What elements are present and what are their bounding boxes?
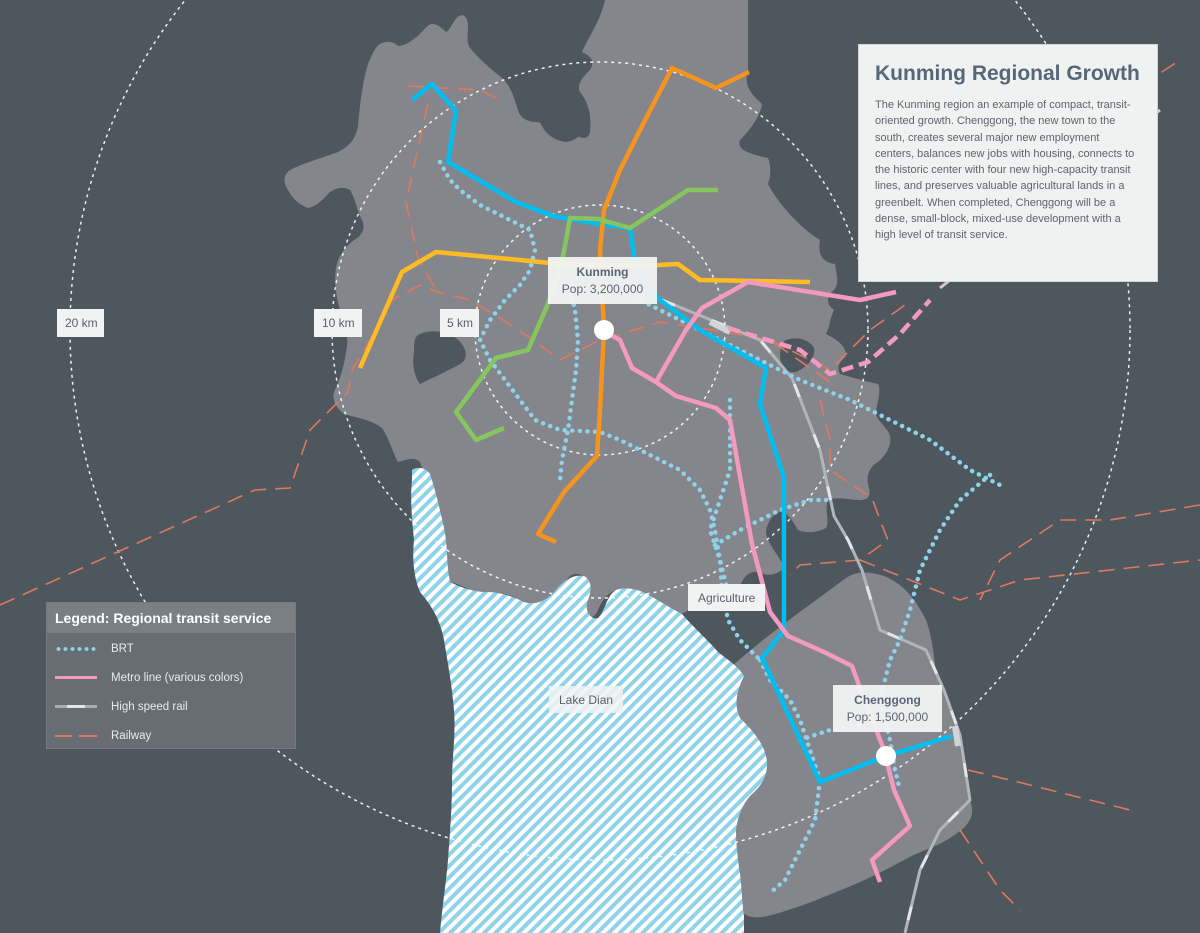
city-name: Kunming [576,265,629,279]
ring-label-5km: 5 km [440,309,479,337]
legend-item-label: High speed rail [111,701,188,713]
agriculture-label: Agriculture [688,584,766,611]
page-title: Kunming Regional Growth [875,62,1140,85]
city-population: Pop: 1,500,000 [846,710,929,724]
city-population: Pop: 3,200,000 [561,282,644,296]
legend-item-label: Metro line (various colors) [111,672,244,684]
kunming-label[interactable]: Kunming Pop: 3,200,000 [548,257,657,304]
ring-20km [69,0,1131,861]
description-text: The Kunming region an example of compact… [875,99,1135,242]
legend-item-metro: Metro line (various colors) [55,670,243,686]
legend-title: Legend: Regional transit service [47,603,295,633]
legend-item-high-speed-rail: High speed rail [55,699,188,715]
high-speed-rail-line-icon [55,699,97,715]
metro-line-blue [410,81,953,785]
water-inlet [413,331,466,384]
kunming-station-marker[interactable] [594,320,614,340]
legend-item-label: BRT [111,643,134,655]
metro-line-pink-planned [727,298,932,377]
brt-lines [437,159,1003,896]
metro-solid-line-icon [55,670,97,686]
metro-line-orange [535,65,750,545]
metro-line-pink-branch [654,279,897,384]
info-panel: Kunming Regional Growth The Kunming regi… [858,44,1158,282]
chenggong-station-marker[interactable] [876,746,896,766]
metro-line-pink [600,328,913,883]
legend-item-brt: BRT [55,641,134,657]
chenggong-urban-area [724,572,973,918]
ring-label-20km: 20 km [57,309,104,337]
city-name: Chenggong [854,693,921,707]
brt-dotted-line-icon [55,641,97,657]
kunming-urban-area [284,0,891,619]
chenggong-label[interactable]: Chenggong Pop: 1,500,000 [833,685,942,732]
ring-label-10km: 10 km [314,309,362,337]
lake-dian-label: Lake Dian [549,686,624,713]
legend-item-railway: Railway [55,728,151,744]
railway-dashed-line-icon [55,728,97,744]
legend-item-label: Railway [111,730,152,742]
legend: Legend: Regional transit service BRT Met… [46,602,296,749]
high-speed-rail [661,298,972,933]
water-inlet [533,90,583,142]
